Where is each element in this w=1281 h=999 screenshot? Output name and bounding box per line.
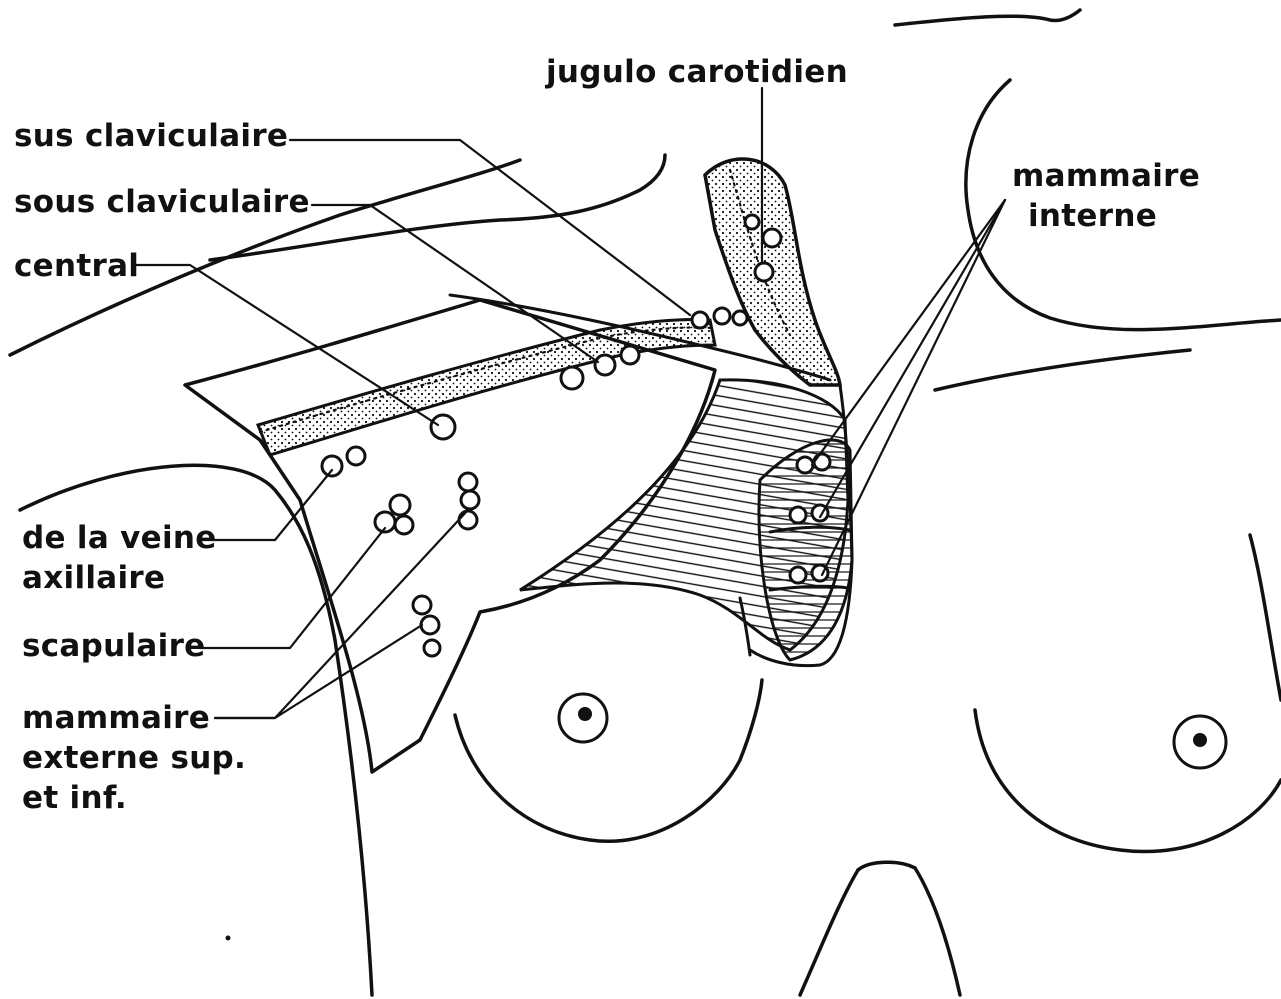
nipples — [559, 694, 1226, 768]
node-sous-2 — [621, 346, 639, 364]
label-mammaire-interne: mammaire interne — [1012, 156, 1200, 236]
node-central-1 — [431, 415, 455, 439]
abdomen-right — [915, 868, 960, 995]
leader-mammaire-interne-1 — [812, 200, 1005, 465]
right-shoulder-line — [935, 350, 1190, 390]
node-mint-3 — [790, 507, 806, 523]
node-veine-1 — [322, 456, 342, 476]
node-sous-3 — [561, 367, 583, 389]
label-sus-claviculaire: sus claviculaire — [14, 116, 288, 156]
node-mext-3 — [459, 511, 477, 529]
abdomen-top — [858, 862, 915, 870]
label-scapulaire: scapulaire — [22, 626, 206, 666]
node-jugulo-2 — [755, 263, 773, 281]
node-scap-2 — [390, 495, 410, 515]
speck — [226, 936, 231, 941]
node-veine-2 — [347, 447, 365, 465]
node-jugulo-1 — [763, 229, 781, 247]
label-de-la-veine-axillaire: de la veine axillaire — [22, 518, 217, 598]
neck-right — [895, 10, 1080, 25]
node-mext-1 — [459, 473, 477, 491]
node-mext-4 — [413, 596, 431, 614]
node-sous-1 — [595, 355, 615, 375]
label-central: central — [14, 246, 139, 286]
label-jugulo-carotidien: jugulo carotidien — [546, 52, 848, 92]
label-mammaire-externe: mammaire externe sup. et inf. — [22, 698, 246, 818]
node-mint-2 — [814, 454, 830, 470]
node-mext-2 — [461, 491, 479, 509]
leader-mammaire-interne-2 — [820, 200, 1005, 517]
node-sus-1 — [692, 312, 708, 328]
node-sus-2 — [714, 308, 730, 324]
node-mint-1 — [797, 457, 813, 473]
node-mext-6 — [424, 640, 440, 656]
left-breast-outline — [455, 680, 762, 841]
node-mint-5 — [790, 567, 806, 583]
node-sus-3 — [733, 311, 747, 325]
node-mext-5 — [421, 616, 439, 634]
node-jugulo-3 — [745, 215, 759, 229]
leader-mammaire-interne-3 — [822, 200, 1005, 575]
right-breast-outline — [975, 710, 1281, 852]
abdomen-left — [800, 870, 858, 995]
label-sous-claviculaire: sous claviculaire — [14, 182, 310, 222]
right-side-edge — [1250, 535, 1281, 700]
node-scap-3 — [395, 516, 413, 534]
